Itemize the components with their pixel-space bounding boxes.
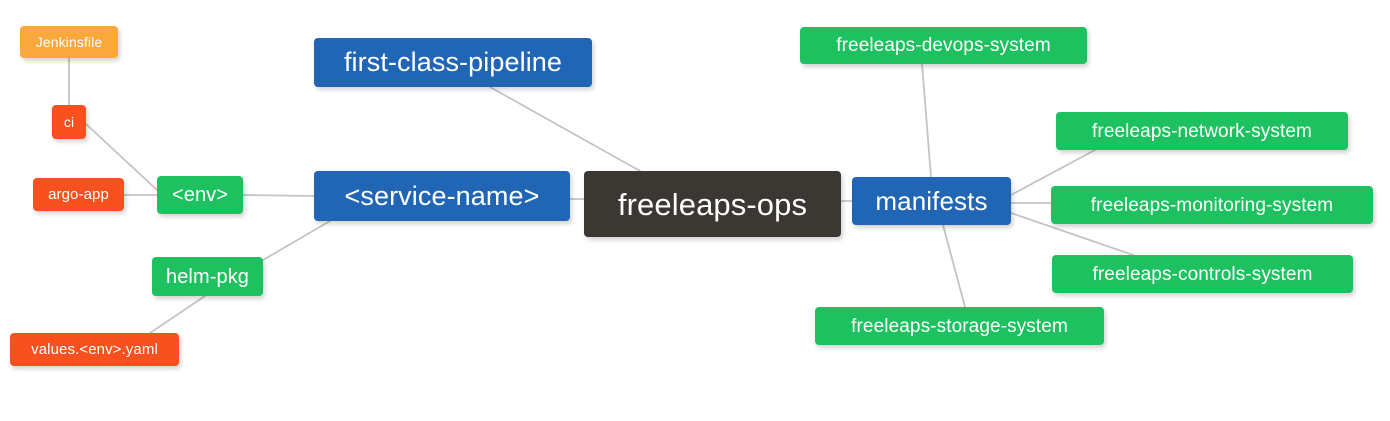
- edge-first-class-pipeline-ops: [489, 86, 641, 172]
- node-label-argo-app: argo-app: [48, 186, 109, 203]
- node-env[interactable]: <env>: [157, 176, 243, 214]
- node-values-env-yaml[interactable]: values.<env>.yaml: [10, 333, 179, 366]
- node-helm-pkg[interactable]: helm-pkg: [152, 257, 263, 296]
- edge-values-helm-pkg: [149, 295, 206, 334]
- node-label-helm-pkg: helm-pkg: [165, 265, 250, 288]
- node-label-first-class-pipeline: first-class-pipeline: [343, 47, 563, 77]
- node-freeleaps-monitoring-system[interactable]: freeleaps-monitoring-system: [1051, 186, 1373, 224]
- node-label-values-env-yaml: values.<env>.yaml: [31, 341, 158, 358]
- node-label-freeleaps-ops: freeleaps-ops: [617, 186, 808, 222]
- node-freeleaps-network-system[interactable]: freeleaps-network-system: [1056, 112, 1348, 150]
- node-label-env: <env>: [171, 184, 229, 206]
- node-service-name[interactable]: <service-name>: [314, 171, 570, 221]
- node-label-manifests: manifests: [875, 186, 988, 216]
- node-label-freeleaps-monitoring-system: freeleaps-monitoring-system: [1090, 194, 1334, 216]
- node-label-ci: ci: [63, 114, 75, 130]
- node-argo-app[interactable]: argo-app: [33, 178, 124, 211]
- node-label-freeleaps-controls-system: freeleaps-controls-system: [1092, 263, 1313, 285]
- edge-env-service-name: [242, 194, 315, 197]
- node-label-freeleaps-network-system: freeleaps-network-system: [1092, 120, 1312, 142]
- node-jenkinsfile[interactable]: Jenkinsfile: [20, 26, 118, 58]
- edge-manifests-storage: [942, 224, 966, 308]
- node-label-service-name: <service-name>: [344, 180, 540, 211]
- edge-manifests-devops: [921, 63, 932, 178]
- node-manifests[interactable]: manifests: [852, 177, 1011, 225]
- node-freeleaps-devops-system[interactable]: freeleaps-devops-system: [800, 27, 1087, 64]
- node-label-jenkinsfile: Jenkinsfile: [35, 34, 103, 50]
- node-freeleaps-ops[interactable]: freeleaps-ops: [584, 171, 841, 237]
- node-freeleaps-controls-system[interactable]: freeleaps-controls-system: [1052, 255, 1353, 293]
- node-label-freeleaps-storage-system: freeleaps-storage-system: [851, 315, 1068, 337]
- node-label-freeleaps-devops-system: freeleaps-devops-system: [836, 35, 1051, 56]
- node-first-class-pipeline[interactable]: first-class-pipeline: [314, 38, 592, 87]
- node-ci[interactable]: ci: [52, 105, 86, 139]
- edge-helm-pkg-service-name: [262, 220, 331, 261]
- node-freeleaps-storage-system[interactable]: freeleaps-storage-system: [815, 307, 1104, 345]
